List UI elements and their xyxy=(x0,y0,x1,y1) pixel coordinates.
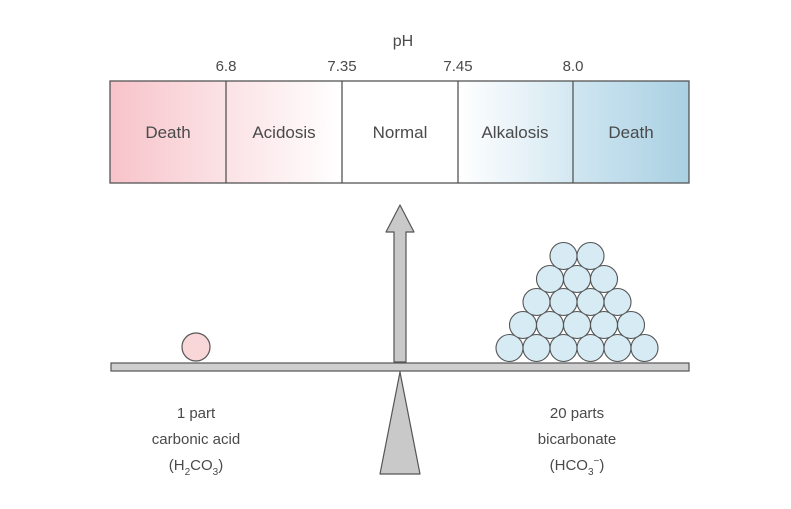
bicarbonate-ball xyxy=(522,333,551,363)
bicarbonate-ball xyxy=(522,287,551,317)
right-label-line2: bicarbonate xyxy=(538,431,616,448)
bicarbonate-ball xyxy=(495,333,524,363)
bicarbonate-ball xyxy=(535,264,565,294)
bicarbonate-ball xyxy=(616,310,646,340)
ph-scale-border xyxy=(109,80,690,184)
zone-death-base xyxy=(573,81,689,183)
right-side-label: 20 parts bicarbonate (HCO3−) xyxy=(538,405,616,478)
bicarbonate-ball xyxy=(562,310,592,340)
bicarbonate-ball xyxy=(508,310,538,340)
carbonic-acid-ball xyxy=(181,332,211,362)
bicarbonate-ball xyxy=(603,287,632,317)
right-label-line1: 20 parts xyxy=(550,405,604,422)
zone-label-death-base: Death xyxy=(608,123,653,142)
right-formula: (HCO3−) xyxy=(550,456,605,478)
zone-death-acid xyxy=(110,81,226,183)
bicarbonate-ball xyxy=(603,333,632,363)
ph-tick-labels: 6.8 7.35 7.45 8.0 xyxy=(216,58,584,75)
zone-label-death-acid: Death xyxy=(145,123,190,142)
zone-alkalosis xyxy=(458,81,573,183)
balance-beam xyxy=(110,362,690,372)
ph-tick-label: 6.8 xyxy=(216,58,237,75)
bicarbonate-ball xyxy=(562,264,592,294)
ph-axis-title: pH xyxy=(393,33,413,50)
bicarbonate-ball xyxy=(549,287,578,317)
left-formula: (H2CO3) xyxy=(169,457,223,478)
bicarbonate-ball xyxy=(576,241,605,271)
zone-normal xyxy=(342,81,458,183)
bicarbonate-ball xyxy=(576,287,605,317)
bicarbonate-ball xyxy=(576,333,605,363)
left-label-line1: 1 part xyxy=(177,405,216,422)
ph-tick-label: 7.45 xyxy=(443,58,472,75)
bicarbonate-ball xyxy=(630,333,659,363)
balance-fulcrum xyxy=(379,371,421,475)
zone-acidosis xyxy=(226,81,342,183)
zone-label-alkalosis: Alkalosis xyxy=(481,123,548,142)
left-label-line2: carbonic acid xyxy=(152,431,240,448)
bicarbonate-ball xyxy=(549,333,578,363)
ph-pointer-arrow xyxy=(385,204,415,363)
bicarbonate-ball xyxy=(549,241,578,271)
zone-label-normal: Normal xyxy=(373,123,428,142)
bicarbonate-ball-pyramid xyxy=(495,241,659,363)
bicarbonate-ball xyxy=(589,264,619,294)
zone-label-acidosis: Acidosis xyxy=(252,123,315,142)
left-side-label: 1 part carbonic acid (H2CO3) xyxy=(152,405,240,478)
bicarbonate-ball xyxy=(589,310,619,340)
ph-scale-bar: Death Acidosis Normal Alkalosis Death xyxy=(109,80,690,184)
bicarbonate-ball xyxy=(535,310,565,340)
ph-tick-label: 7.35 xyxy=(327,58,356,75)
ph-tick-label: 8.0 xyxy=(563,58,584,75)
